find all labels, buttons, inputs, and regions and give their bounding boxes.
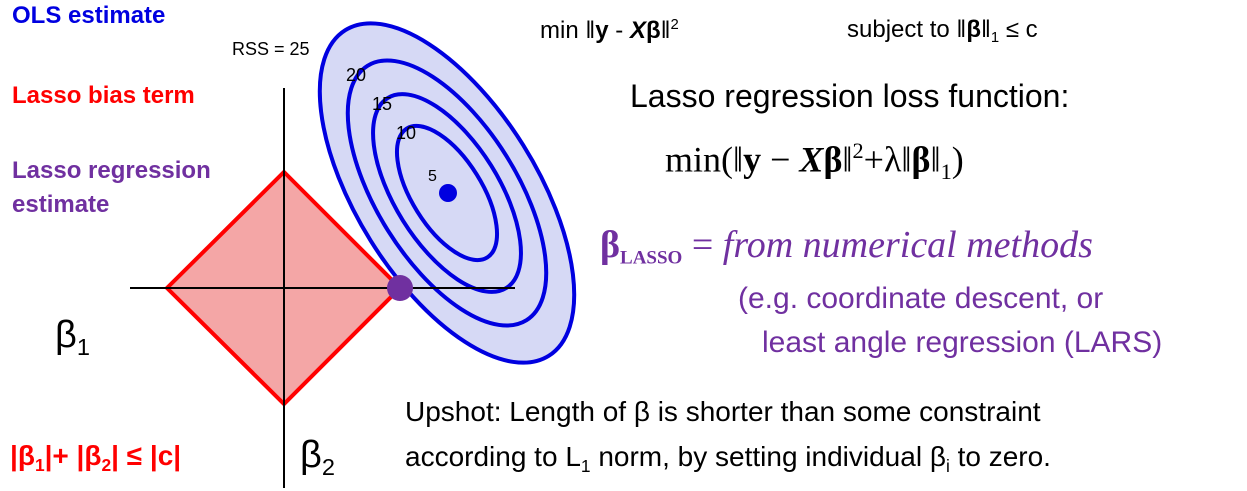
beta-lasso-methods-line2: (e.g. coordinate descent, or bbox=[738, 282, 1104, 315]
upshot-line2: according to L1 norm, by setting individ… bbox=[405, 441, 1051, 477]
legend-ols: OLS estimate bbox=[12, 2, 166, 29]
rss-label: RSS = 25 bbox=[232, 39, 310, 59]
beta-lasso-methods-line3: least angle regression (LARS) bbox=[762, 326, 1163, 359]
axis-label-beta2: β2 bbox=[300, 434, 335, 481]
formula-subject-to: subject to ‖β‖1 ≤ c bbox=[847, 16, 1038, 47]
contour-label-15: 15 bbox=[372, 94, 392, 114]
ols-estimate-point bbox=[439, 184, 457, 202]
formula-min: min ‖y - Xβ‖2 bbox=[540, 16, 679, 44]
loss-formula: min(‖y − Xβ‖2+λ‖β‖1) bbox=[665, 138, 964, 185]
contour-label-10: 10 bbox=[396, 123, 416, 143]
constraint-inequality: |β1|+ |β2| ≤ |c| bbox=[10, 440, 182, 476]
beta-lasso-formula: βLASSO = from numerical methods bbox=[600, 224, 1093, 269]
lasso-estimate-point bbox=[387, 275, 413, 301]
upshot-line1: Upshot: Length of β is shorter than some… bbox=[405, 396, 1041, 427]
contour-label-5: 5 bbox=[428, 168, 437, 185]
rss-contour-20 bbox=[345, 58, 549, 328]
axis-label-beta1: β1 bbox=[55, 314, 90, 361]
legend-lasso-bias: Lasso bias term bbox=[12, 82, 195, 109]
loss-title: Lasso regression loss function: bbox=[630, 78, 1070, 114]
rss-contour-10 bbox=[394, 123, 500, 263]
legend-lasso-estimate: Lasso regression estimate bbox=[12, 157, 211, 218]
contour-label-20: 20 bbox=[346, 65, 366, 85]
